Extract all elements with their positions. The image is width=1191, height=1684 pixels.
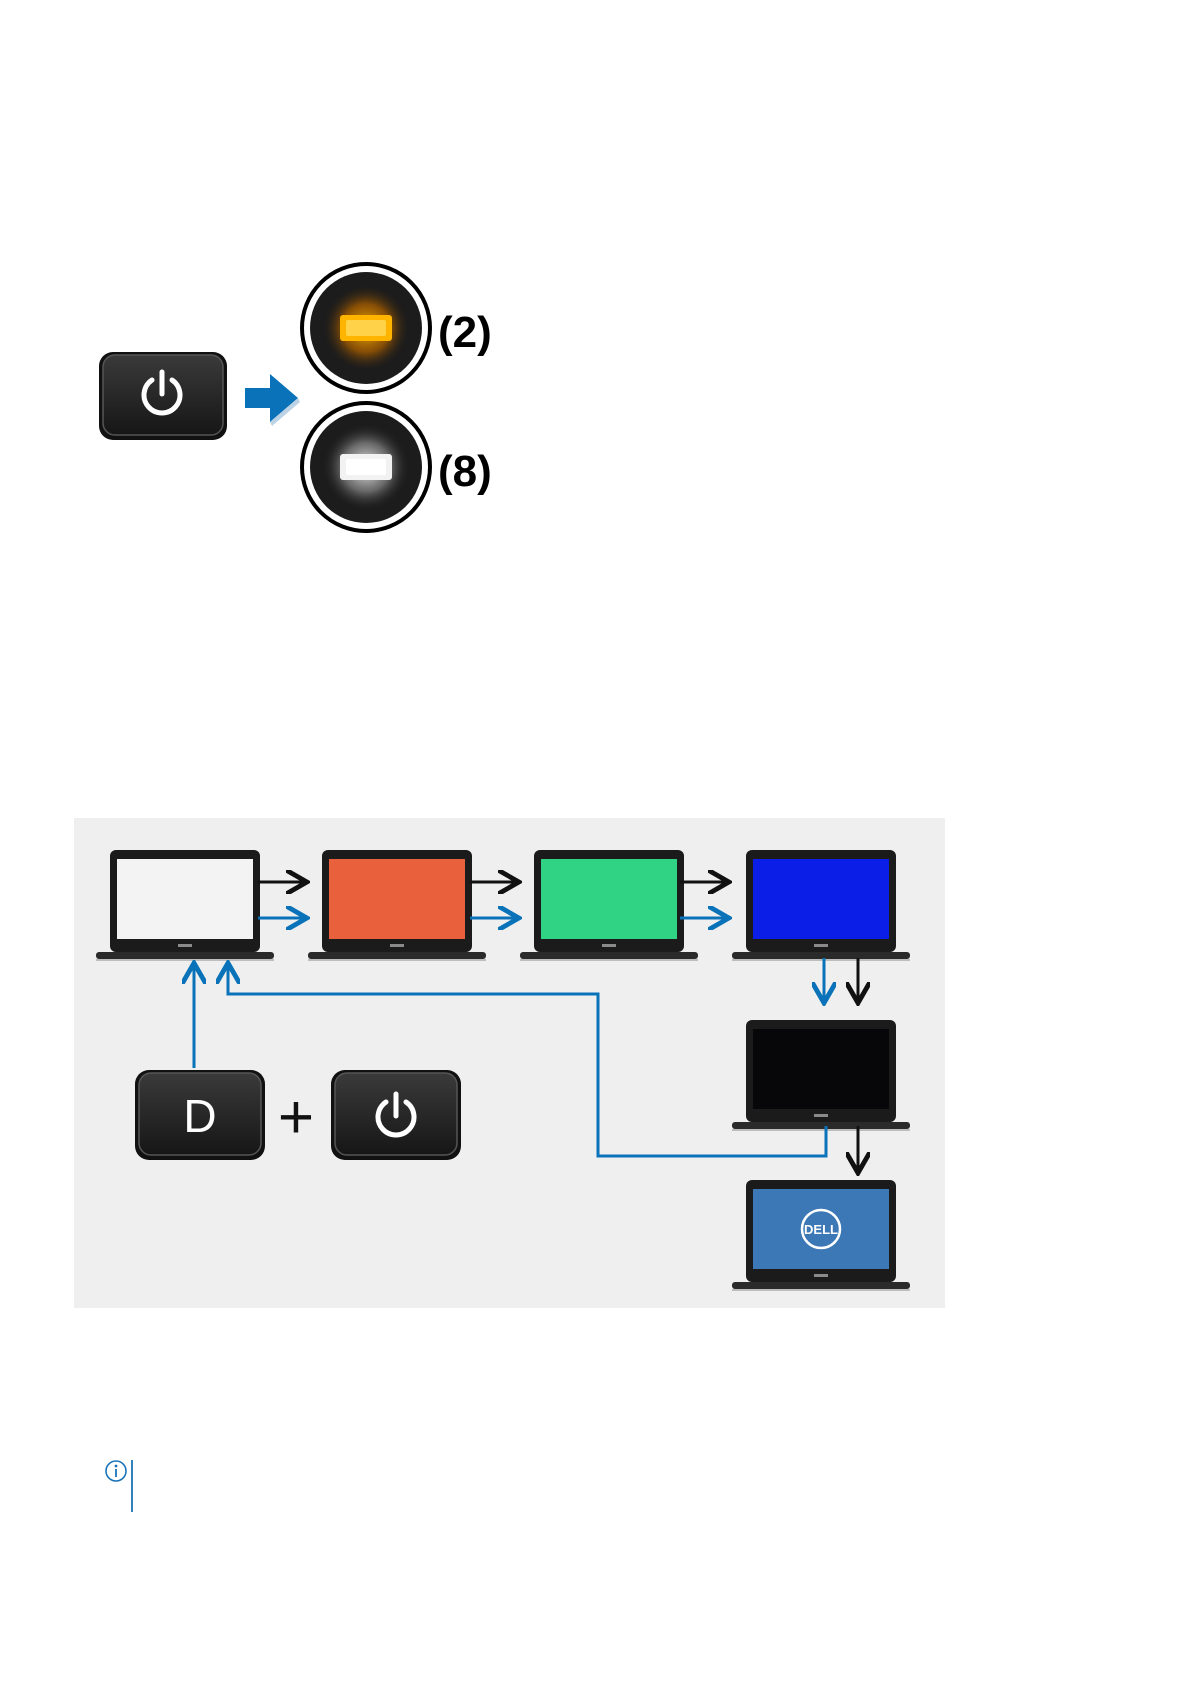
laptop-orange bbox=[308, 850, 486, 961]
laptop-screen bbox=[753, 1029, 889, 1109]
laptop-screen bbox=[329, 859, 465, 939]
plus-sign: + bbox=[278, 1083, 314, 1152]
white-blink-count: (8) bbox=[438, 447, 492, 496]
right-arrow-icon bbox=[245, 374, 300, 426]
laptop-screen bbox=[541, 859, 677, 939]
d-key: D bbox=[135, 1070, 265, 1160]
laptop-green bbox=[520, 850, 698, 961]
power-key-2 bbox=[331, 1070, 461, 1160]
info-icon bbox=[104, 1458, 136, 1514]
display-self-test-figure: DELL D + bbox=[0, 812, 1191, 1312]
note-block bbox=[104, 1458, 136, 1514]
laptop-dell-logo: DELL bbox=[732, 1180, 910, 1291]
d-key-letter: D bbox=[183, 1090, 216, 1142]
amber-led-icon bbox=[302, 264, 430, 392]
laptop-screen bbox=[753, 859, 889, 939]
laptop-screen bbox=[117, 859, 253, 939]
amber-blink-count: (2) bbox=[438, 308, 492, 357]
laptop-black bbox=[732, 1020, 910, 1131]
led-blink-figure: (2) (8) bbox=[0, 0, 1191, 560]
power-key bbox=[99, 352, 227, 440]
laptop-blue bbox=[732, 850, 910, 961]
dell-logo-text: DELL bbox=[804, 1222, 838, 1237]
white-led-icon bbox=[302, 403, 430, 531]
laptop-white bbox=[96, 850, 274, 961]
